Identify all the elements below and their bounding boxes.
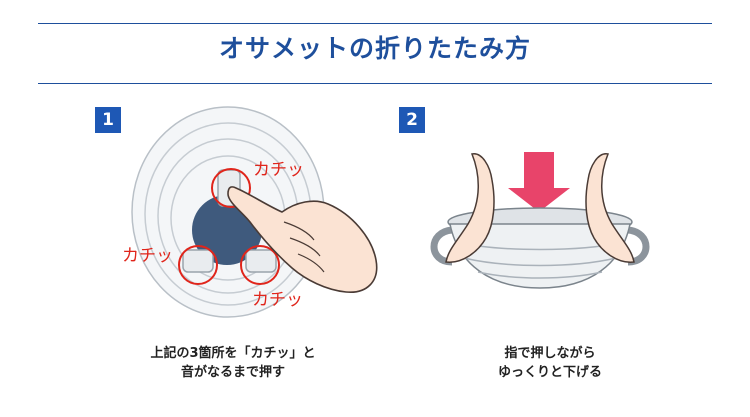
bottom-divider	[38, 83, 712, 84]
caption-line: 上記の3箇所を「カチッ」と	[150, 346, 316, 361]
step-2-badge: 2	[399, 107, 425, 133]
latch-left	[182, 249, 214, 273]
down-arrow-icon	[508, 152, 570, 212]
caption-line: 指で押しながら	[504, 346, 596, 361]
latch-right	[245, 249, 277, 273]
top-divider	[38, 23, 712, 24]
step-1-caption: 上記の3箇所を「カチッ」と 音がなるまで押す	[103, 344, 363, 382]
step-2-illustration	[430, 152, 650, 289]
callout-click-right: カチッ	[252, 290, 303, 310]
step-1-illustration	[131, 106, 378, 318]
caption-line: ゆっくりと下げる	[497, 365, 602, 380]
caption-line: 音がなるまで押す	[180, 365, 285, 380]
step-2-caption: 指で押しながら ゆっくりと下げる	[420, 344, 680, 382]
step-1-badge: 1	[95, 107, 121, 133]
callout-click-left: カチッ	[122, 246, 173, 266]
page-title: オサメットの折りたたみ方	[218, 34, 531, 63]
hands-folding-icon	[445, 153, 635, 263]
hand-pressing-icon	[227, 186, 378, 293]
callout-click-top: カチッ	[253, 160, 304, 180]
